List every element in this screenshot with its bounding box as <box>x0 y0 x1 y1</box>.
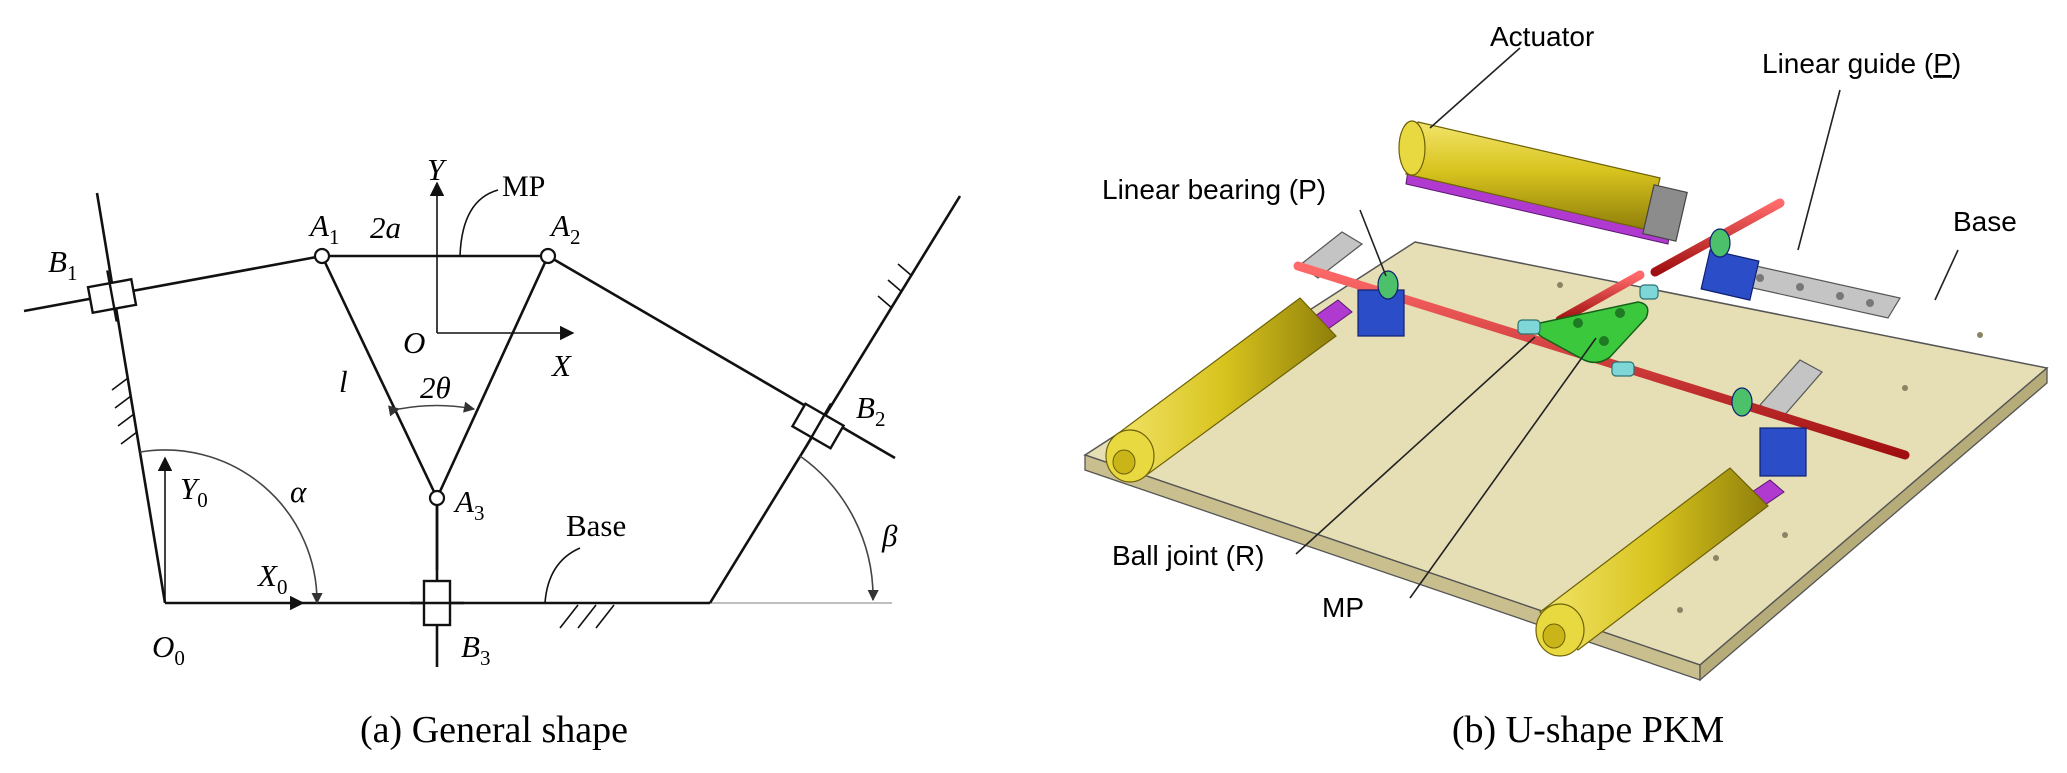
label-a1: A1 <box>308 208 339 249</box>
bearing-back <box>1700 228 1760 301</box>
base-plate-right-side <box>1699 366 2048 682</box>
label-base-b: Base <box>1953 206 2017 237</box>
slider-b3 <box>410 579 464 627</box>
beta-arc <box>799 455 879 602</box>
label-linear-bearing: Linear bearing (P) <box>1102 174 1326 205</box>
ground-hatch <box>559 604 615 629</box>
label-mp-a: MP <box>502 170 545 203</box>
label-y0: Y0 <box>180 471 208 512</box>
label-o0: O0 <box>152 629 185 670</box>
label-a3: A3 <box>453 484 484 525</box>
leader-actuator <box>1429 47 1521 129</box>
label-b3: B3 <box>461 629 490 670</box>
label-mp-b: MP <box>1322 592 1364 623</box>
link-b1-a1 <box>23 254 323 313</box>
ball-joints <box>1517 284 1659 377</box>
leader-mp <box>1409 337 1597 599</box>
base-leader-a <box>544 547 581 604</box>
guide-line-b2 <box>708 195 962 604</box>
left-actuator <box>1105 297 1337 483</box>
link-a1-a3 <box>320 255 439 499</box>
leader-ball-joint <box>1295 336 1536 555</box>
joint-a1 <box>313 247 331 265</box>
base-holes <box>1557 282 1983 613</box>
label-x: X <box>550 348 572 383</box>
label-actuator: Actuator <box>1490 21 1594 52</box>
panel-b-u-shape-pkm: Actuator Linear guide (P) Linear bearing… <box>1083 21 2049 751</box>
slider-b2 <box>790 402 846 450</box>
two-theta-arc <box>388 401 476 417</box>
leader-base <box>1934 249 1959 301</box>
label-a2: A2 <box>549 208 580 249</box>
caption-b: (b) U-shape PKM <box>1452 709 1724 751</box>
caption-a: (a) General shape <box>360 709 628 751</box>
label-alpha: α <box>290 474 307 509</box>
slider-b1 <box>86 270 138 322</box>
label-o: O <box>403 325 425 360</box>
center-rod <box>1555 270 1645 325</box>
leader-linear-bearing <box>1359 209 1387 277</box>
label-y: Y <box>427 152 447 187</box>
label-x0: X0 <box>256 558 287 599</box>
label-beta: β <box>881 518 898 553</box>
label-l: l <box>339 364 348 399</box>
label-base-a: Base <box>566 508 626 543</box>
mp-leader <box>459 189 499 257</box>
alpha-arc <box>139 449 323 605</box>
leader-linear-guide <box>1797 89 1841 251</box>
guide-line-b1 <box>95 192 167 604</box>
bearing-right <box>1731 387 1807 477</box>
bearing-left <box>1357 270 1405 337</box>
label-b2: B2 <box>856 390 885 431</box>
label-2theta: 2θ <box>420 370 451 405</box>
back-actuator <box>1398 120 1688 242</box>
joint-a2 <box>539 247 557 265</box>
panel-a-general-shape: B1 A1 2a A2 Y MP O X l 2θ B2 A3 Y0 α Bas… <box>23 152 962 751</box>
right-actuator <box>1535 467 1769 657</box>
label-b1: B1 <box>48 244 77 285</box>
left-guide-hatch <box>111 377 138 445</box>
joint-a3 <box>428 489 446 507</box>
back-guide-bolts <box>1756 274 1874 307</box>
moving-platform <box>1535 301 1649 364</box>
link-a2-a3 <box>435 255 550 499</box>
label-2a: 2a <box>370 210 401 245</box>
label-ball-joint: Ball joint (R) <box>1112 540 1264 571</box>
right-guide-hatch <box>877 263 913 309</box>
label-linear-guide: Linear guide (P) <box>1762 48 1961 79</box>
